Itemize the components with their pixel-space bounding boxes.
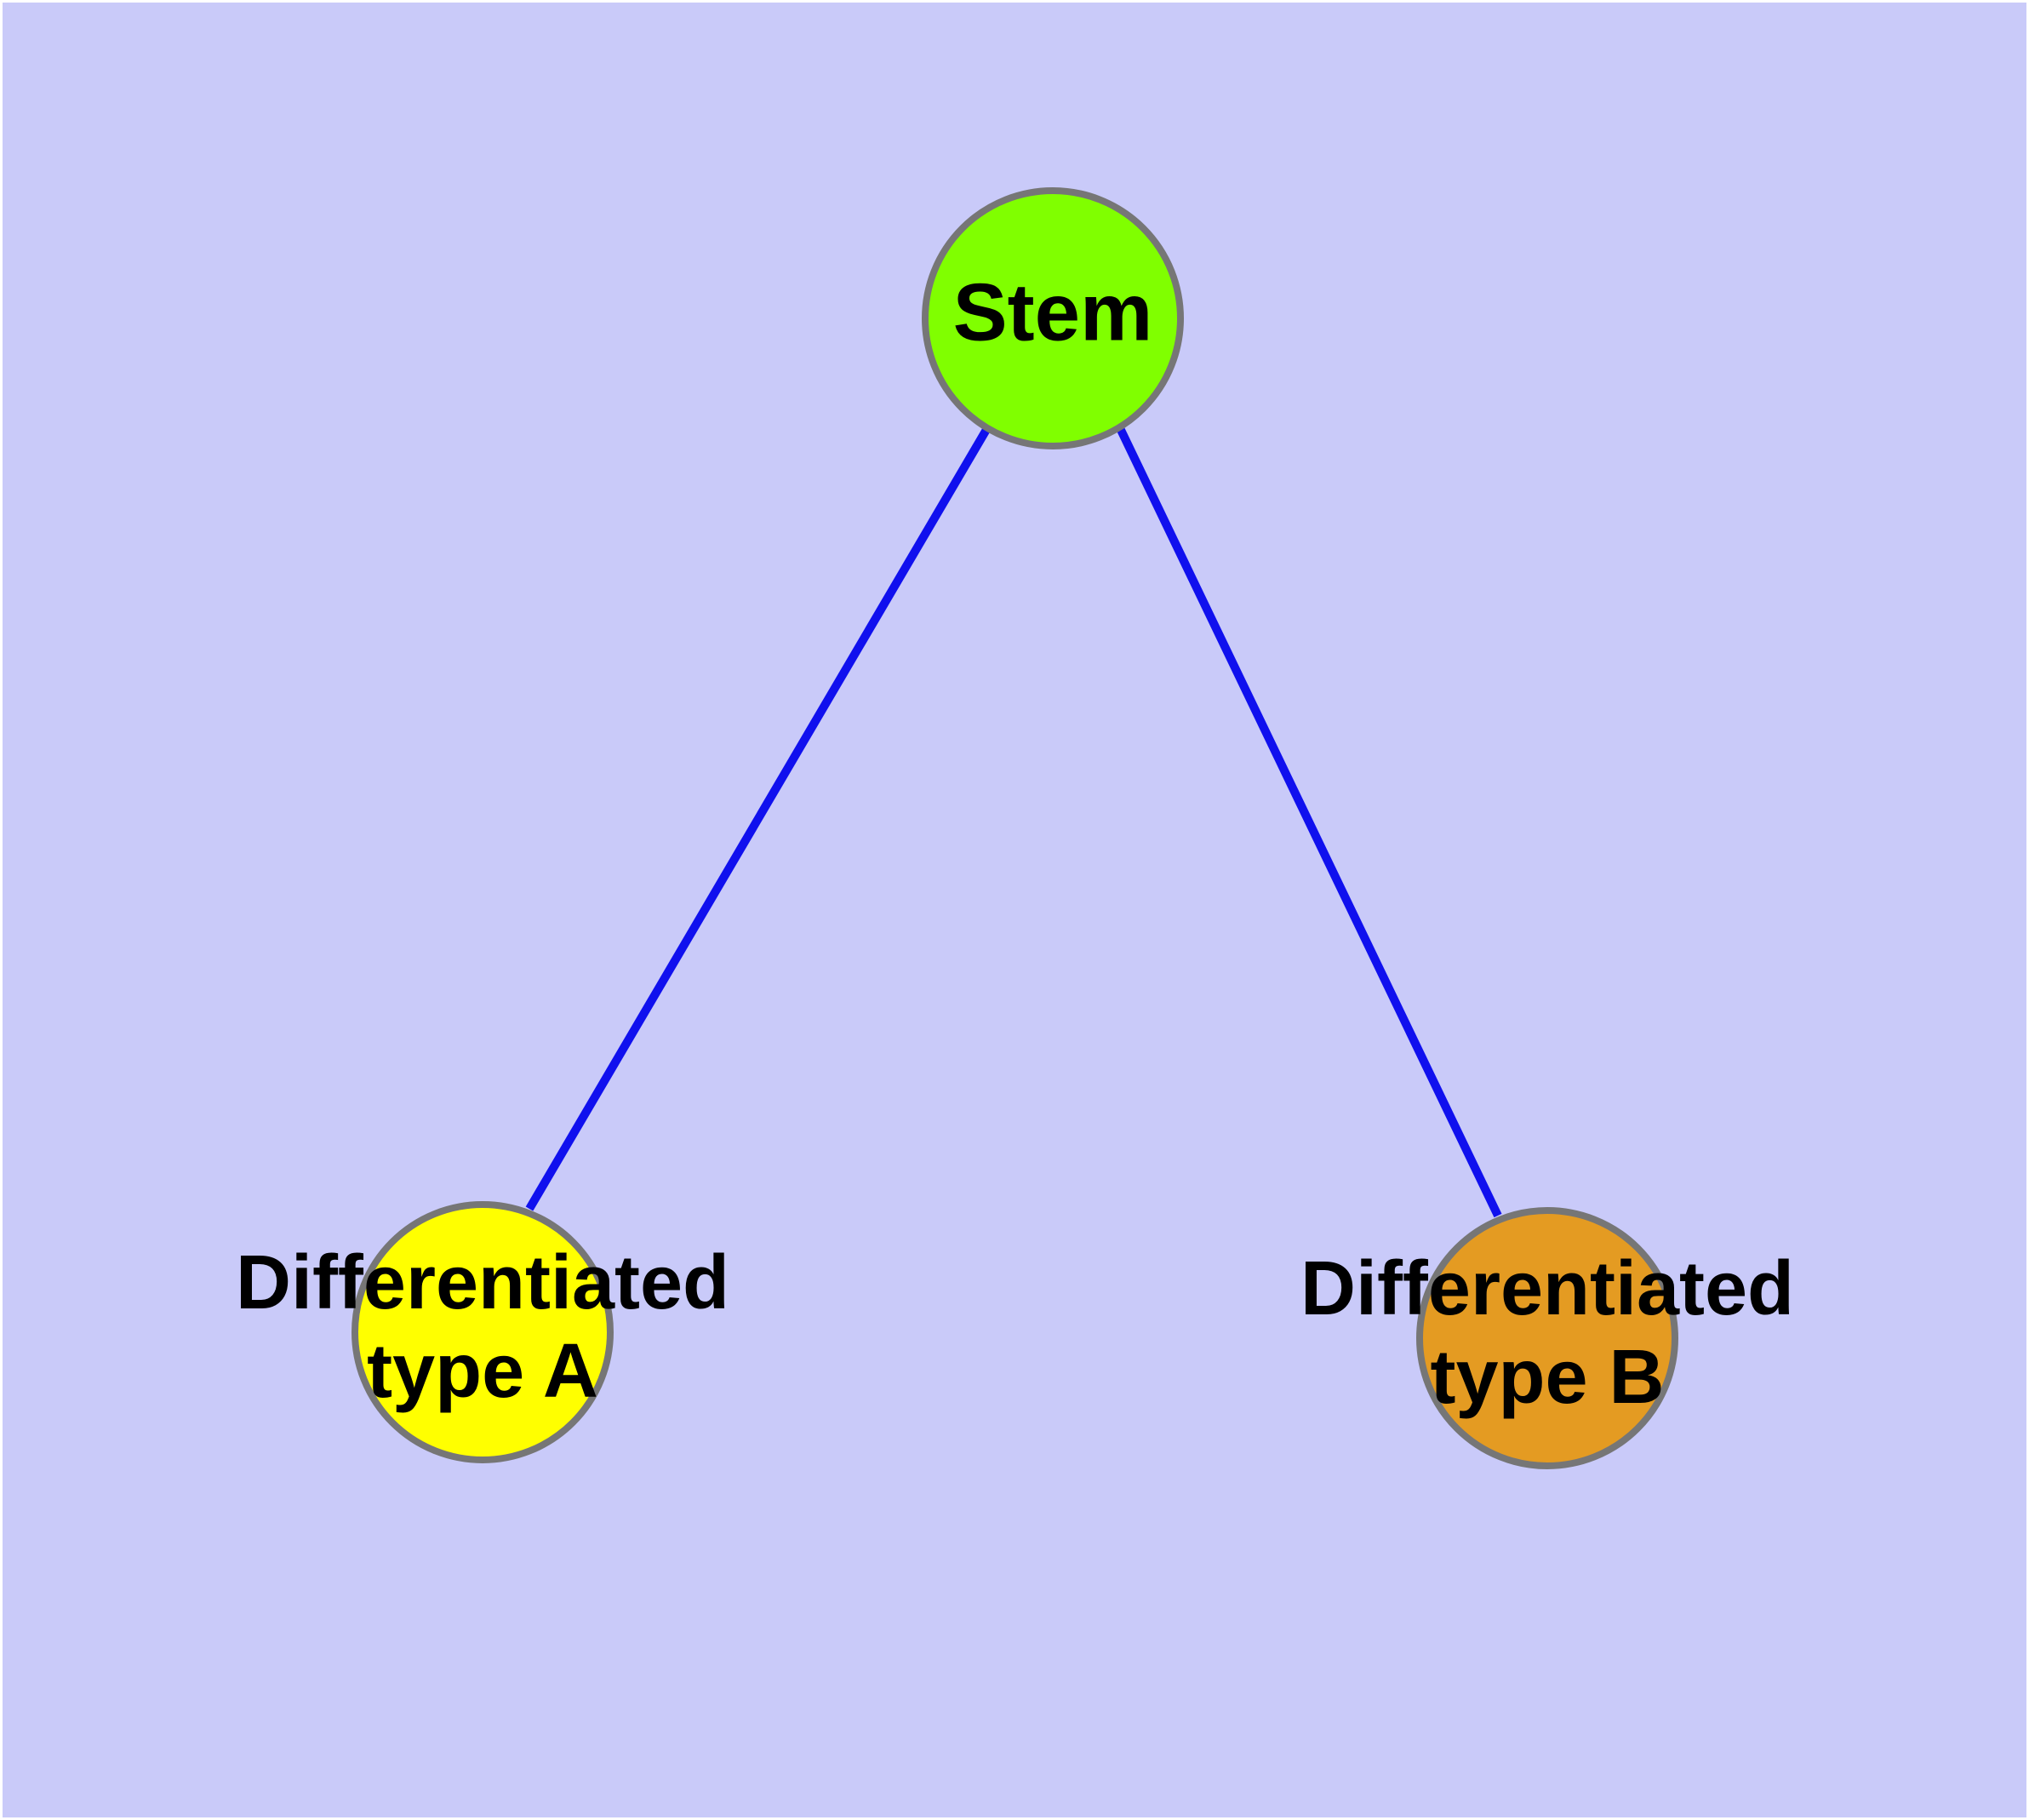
node-stem-label: Stem <box>953 266 1153 358</box>
edge-layer <box>525 426 1502 1218</box>
node-differentiated-type-a[interactable]: Differentiated type A <box>236 1201 729 1463</box>
node-stem-circle[interactable] <box>922 187 1184 449</box>
node-differentiated-type-b-label-line2: type B <box>1430 1335 1664 1420</box>
edge-stem-to-differentiated-b[interactable] <box>1116 426 1502 1218</box>
node-differentiated-type-b-label-line1: Differentiated <box>1300 1246 1794 1331</box>
node-stem[interactable]: Stem <box>922 187 1184 449</box>
node-differentiated-type-a-circle[interactable] <box>352 1201 614 1463</box>
node-differentiated-type-a-label-line1: Differentiated <box>236 1240 729 1325</box>
node-differentiated-type-a-label-line2: type A <box>367 1329 598 1414</box>
node-differentiated-type-b-circle[interactable] <box>1416 1207 1678 1469</box>
node-layer: Stem Differentiated type A Differentiate… <box>236 187 1794 1469</box>
node-differentiated-type-b[interactable]: Differentiated type B <box>1300 1207 1794 1469</box>
edge-stem-to-differentiated-a[interactable] <box>525 426 992 1211</box>
